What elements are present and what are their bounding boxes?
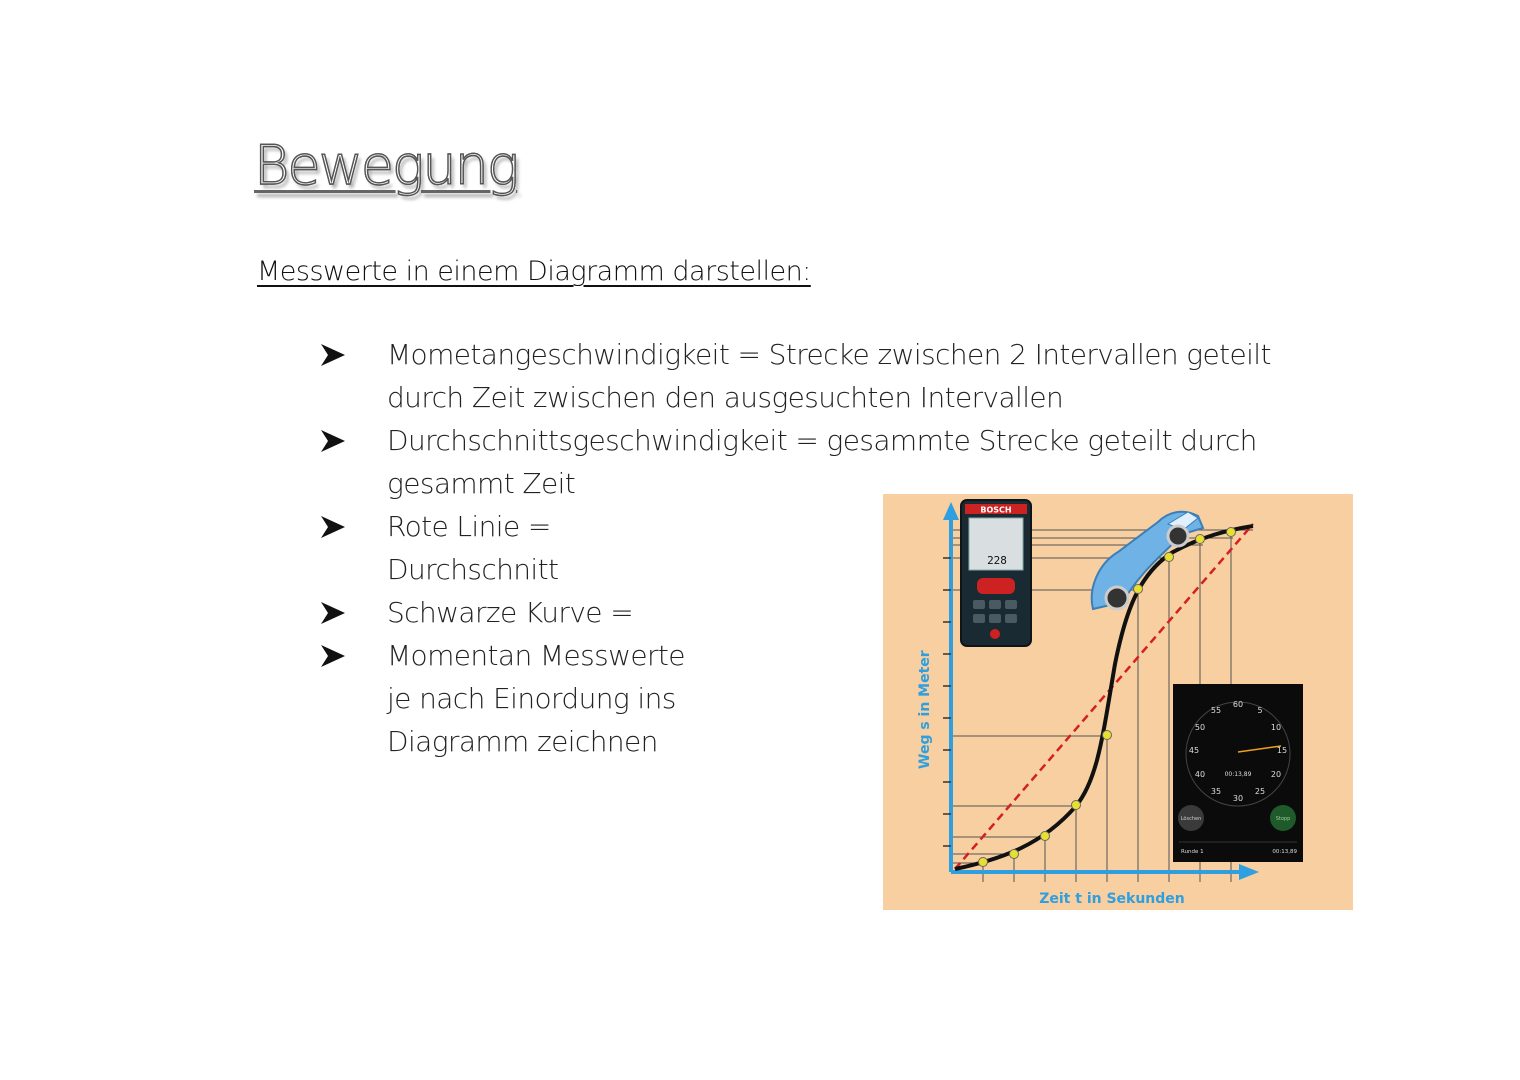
rangefinder-reading: 228	[987, 554, 1007, 567]
list-item: Momentan Messwerte je nach Einordung ins…	[320, 634, 1271, 763]
dial-number: 60	[1233, 700, 1243, 709]
list-item: Durchschnittsgeschwindigkeit = gesammte …	[320, 419, 1271, 505]
dial-number: 15	[1277, 746, 1287, 755]
dial-number: 25	[1255, 787, 1265, 796]
list-item: Schwarze Kurve =	[320, 591, 1271, 634]
arrow-bullet-icon	[321, 602, 345, 624]
list-item-text: gesammt Zeit	[387, 467, 576, 500]
arrow-bullet-icon	[321, 645, 345, 667]
stopwatch-lap-time: 00:13,89	[1272, 849, 1297, 855]
dial-number: 10	[1271, 723, 1281, 732]
dial-number: 5	[1257, 706, 1262, 715]
motion-diagram-figure: BOSCH 228 60 5 10 15 20 25 30 35 40 45 5…	[883, 494, 1353, 910]
stopwatch-icon: 60 5 10 15 20 25 30 35 40 45 50 55 00:13…	[1173, 684, 1303, 862]
list-item-text: durch Zeit zwischen den ausgesuchten Int…	[387, 381, 1064, 414]
arrow-bullet-icon	[321, 430, 345, 452]
arrow-bullet-icon	[321, 516, 345, 538]
stopwatch-time: 00:13,89	[1225, 771, 1252, 778]
measurement-points	[978, 527, 1236, 867]
axis-ticks	[943, 557, 951, 847]
list-item-text: Momentan Messwerte	[387, 639, 686, 672]
rangefinder-brand: BOSCH	[980, 506, 1011, 515]
page-title: Bewegung	[253, 133, 520, 197]
dial-number: 20	[1271, 770, 1281, 779]
average-speed-line	[954, 523, 1254, 870]
car-icon	[1090, 510, 1205, 611]
laser-rangefinder-icon: BOSCH 228	[960, 499, 1032, 647]
x-axis-label: Zeit t in Sekunden	[1039, 891, 1185, 907]
section-heading: Messwerte in einem Diagramm darstellen:	[257, 256, 811, 287]
list-item-text: Mometangeschwindigkeit = Strecke zwische…	[387, 338, 1271, 371]
arrow-bullet-icon	[321, 344, 345, 366]
list-item: Mometangeschwindigkeit = Strecke zwische…	[320, 333, 1271, 419]
bullet-list: Mometangeschwindigkeit = Strecke zwische…	[320, 333, 1271, 763]
dial-number: 40	[1195, 770, 1205, 779]
dial-number: 50	[1195, 723, 1205, 732]
stopwatch-right-button: Stopp	[1276, 816, 1291, 822]
stopwatch-left-button: Löschen	[1181, 816, 1202, 822]
list-item-text: Durchschnitt	[387, 553, 559, 586]
dial-number: 45	[1189, 746, 1199, 755]
stopwatch-lap-label: Runde 1	[1181, 849, 1204, 855]
list-item-text: Diagramm zeichnen	[387, 725, 658, 758]
list-item-text: Schwarze Kurve =	[387, 596, 634, 629]
list-item: Rote Linie = Durchschnitt	[320, 505, 1271, 591]
list-item-text: Rote Linie =	[387, 510, 551, 543]
axes	[943, 502, 1259, 880]
dial-number: 35	[1211, 787, 1221, 796]
list-item-text: Durchschnittsgeschwindigkeit = gesammte …	[387, 424, 1257, 457]
dial-number: 30	[1233, 794, 1243, 803]
y-axis-label: Weg s in Meter	[917, 650, 933, 769]
dial-number: 55	[1211, 706, 1221, 715]
list-item-text: je nach Einordung ins	[387, 682, 676, 715]
